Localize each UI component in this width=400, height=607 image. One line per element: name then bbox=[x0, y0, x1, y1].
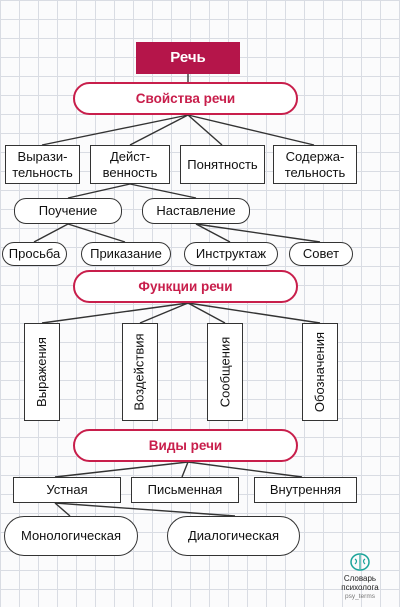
property-effectiveness: Дейст- венность bbox=[90, 145, 170, 184]
form-advice: Совет bbox=[289, 242, 353, 266]
type-inner: Внутренняя bbox=[254, 477, 357, 503]
property-expressiveness: Вырази- тельность bbox=[5, 145, 80, 184]
form-briefing: Инструктаж bbox=[184, 242, 278, 266]
watermark-title: Словарь психолога bbox=[341, 574, 379, 592]
property-content: Содержа- тельность bbox=[273, 145, 357, 184]
watermark-handle: psy_terms bbox=[345, 593, 375, 600]
property-clarity: Понятность bbox=[180, 145, 265, 184]
properties-header: Свойства речи bbox=[73, 82, 298, 115]
types-header: Виды речи bbox=[73, 429, 298, 462]
diagram-title: Речь bbox=[136, 42, 240, 74]
function-influence: Воздействия bbox=[122, 323, 158, 421]
type-written: Письменная bbox=[131, 477, 239, 503]
function-message: Сообщения bbox=[207, 323, 243, 421]
type-oral: Устная bbox=[13, 477, 121, 503]
watermark-logo: Словарь психолога psy_terms bbox=[330, 552, 390, 601]
function-designation: Обозначения bbox=[302, 323, 338, 421]
type-teaching: Поучение bbox=[14, 198, 122, 224]
function-expression: Выражения bbox=[24, 323, 60, 421]
functions-header: Функции речи bbox=[73, 270, 298, 303]
form-request: Просьба bbox=[2, 242, 67, 266]
subtype-monologue: Монологическая bbox=[4, 516, 138, 556]
subtype-dialogue: Диалогическая bbox=[167, 516, 300, 556]
brain-icon bbox=[350, 553, 370, 571]
type-mentoring: Наставление bbox=[142, 198, 250, 224]
form-order: Приказание bbox=[81, 242, 171, 266]
